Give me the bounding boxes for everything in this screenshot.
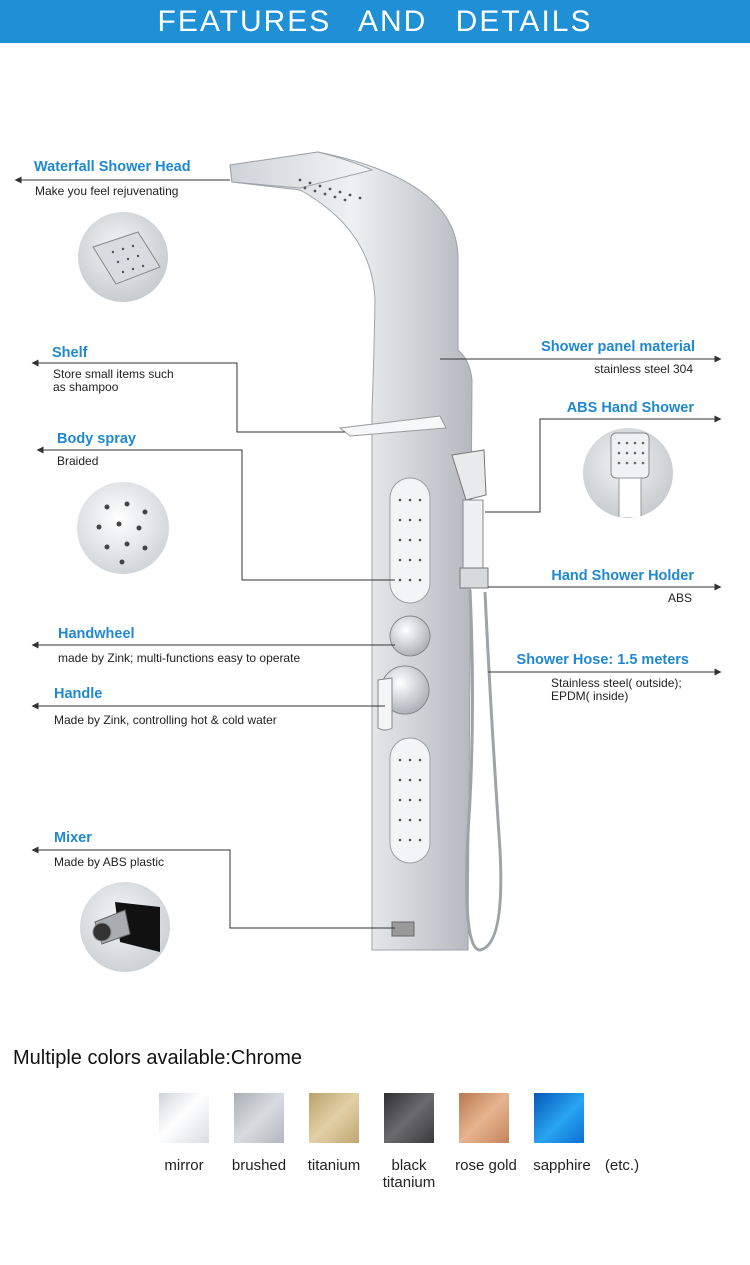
handwheel	[389, 615, 431, 657]
shower-hose	[465, 589, 503, 952]
body-spray-desc: Braided	[57, 454, 99, 468]
shower-hose-desc-line1: Stainless steel( outside);	[551, 676, 682, 690]
hand-shower-thumb-image	[583, 428, 673, 518]
swatch-titanium	[309, 1093, 359, 1143]
swatch-black-titanium	[384, 1093, 434, 1143]
shelf	[338, 415, 447, 437]
abs-hand-shower-label: ABS Hand Shower	[566, 400, 694, 416]
colors-title: Multiple colors available:Chrome	[13, 1047, 303, 1069]
handwheel-desc: made by Zink; multi-functions easy to op…	[58, 651, 301, 665]
mixer-label: Mixer	[54, 830, 92, 846]
product-illustration	[14, 151, 722, 952]
swatch-label-rose-gold: rose gold	[455, 1157, 517, 1174]
handwheel-label: Handwheel	[58, 626, 135, 642]
body-spray-thumb-image	[77, 482, 169, 574]
waterfall-nozzles	[298, 178, 362, 202]
swatch-label-titanium: titanium	[307, 1157, 361, 1174]
shower-hose-desc-line2: EPDM( inside)	[551, 689, 629, 703]
handle-label: Handle	[54, 686, 103, 702]
hand-shower-holder-label: Hand Shower Holder	[551, 568, 694, 584]
shower-hose-label: Shower Hose: 1.5 meters	[516, 652, 689, 668]
swatch-label-etc: (etc.)	[604, 1157, 640, 1174]
waterfall-shower-head-desc: Make you feel rejuvenating	[35, 184, 179, 198]
swatch-brushed	[234, 1093, 284, 1143]
shelf-desc-line1: Store small items such	[53, 367, 174, 381]
handle-desc: Made by Zink, controlling hot & cold wat…	[54, 713, 277, 727]
swatch-label-brushed: brushed	[231, 1157, 287, 1174]
shelf-label: Shelf	[52, 345, 88, 361]
waterfall-thumb-image	[78, 212, 168, 302]
shower-panel-material-label: Shower panel material	[541, 339, 695, 355]
hand-shower	[451, 449, 487, 501]
shower-panel	[229, 151, 503, 952]
banner-title: FEATURES AND DETAILS	[0, 0, 750, 43]
shower-panel-material-desc: stainless steel 304	[594, 362, 693, 376]
swatch-label-sapphire: sapphire	[533, 1157, 591, 1174]
body-spray-label: Body spray	[57, 431, 136, 447]
swatch-label-black: black	[391, 1157, 427, 1174]
mixer-desc: Made by ABS plastic	[54, 855, 165, 869]
swatch-label-titanium-2: titanium	[382, 1174, 436, 1191]
waterfall-shower-head-label: Waterfall Shower Head	[34, 159, 191, 175]
swatch-label-mirror: mirror	[164, 1157, 204, 1174]
hand-shower-holder	[459, 567, 489, 589]
mixer-outlet	[391, 921, 415, 937]
swatch-rose-gold	[459, 1093, 509, 1143]
swatch-sapphire	[534, 1093, 584, 1143]
swatch-mirror	[159, 1093, 209, 1143]
mixer-thumb-image	[80, 882, 170, 972]
hand-shower-holder-desc: ABS	[667, 591, 692, 605]
shelf-desc-line2: as shampoo	[53, 380, 119, 394]
